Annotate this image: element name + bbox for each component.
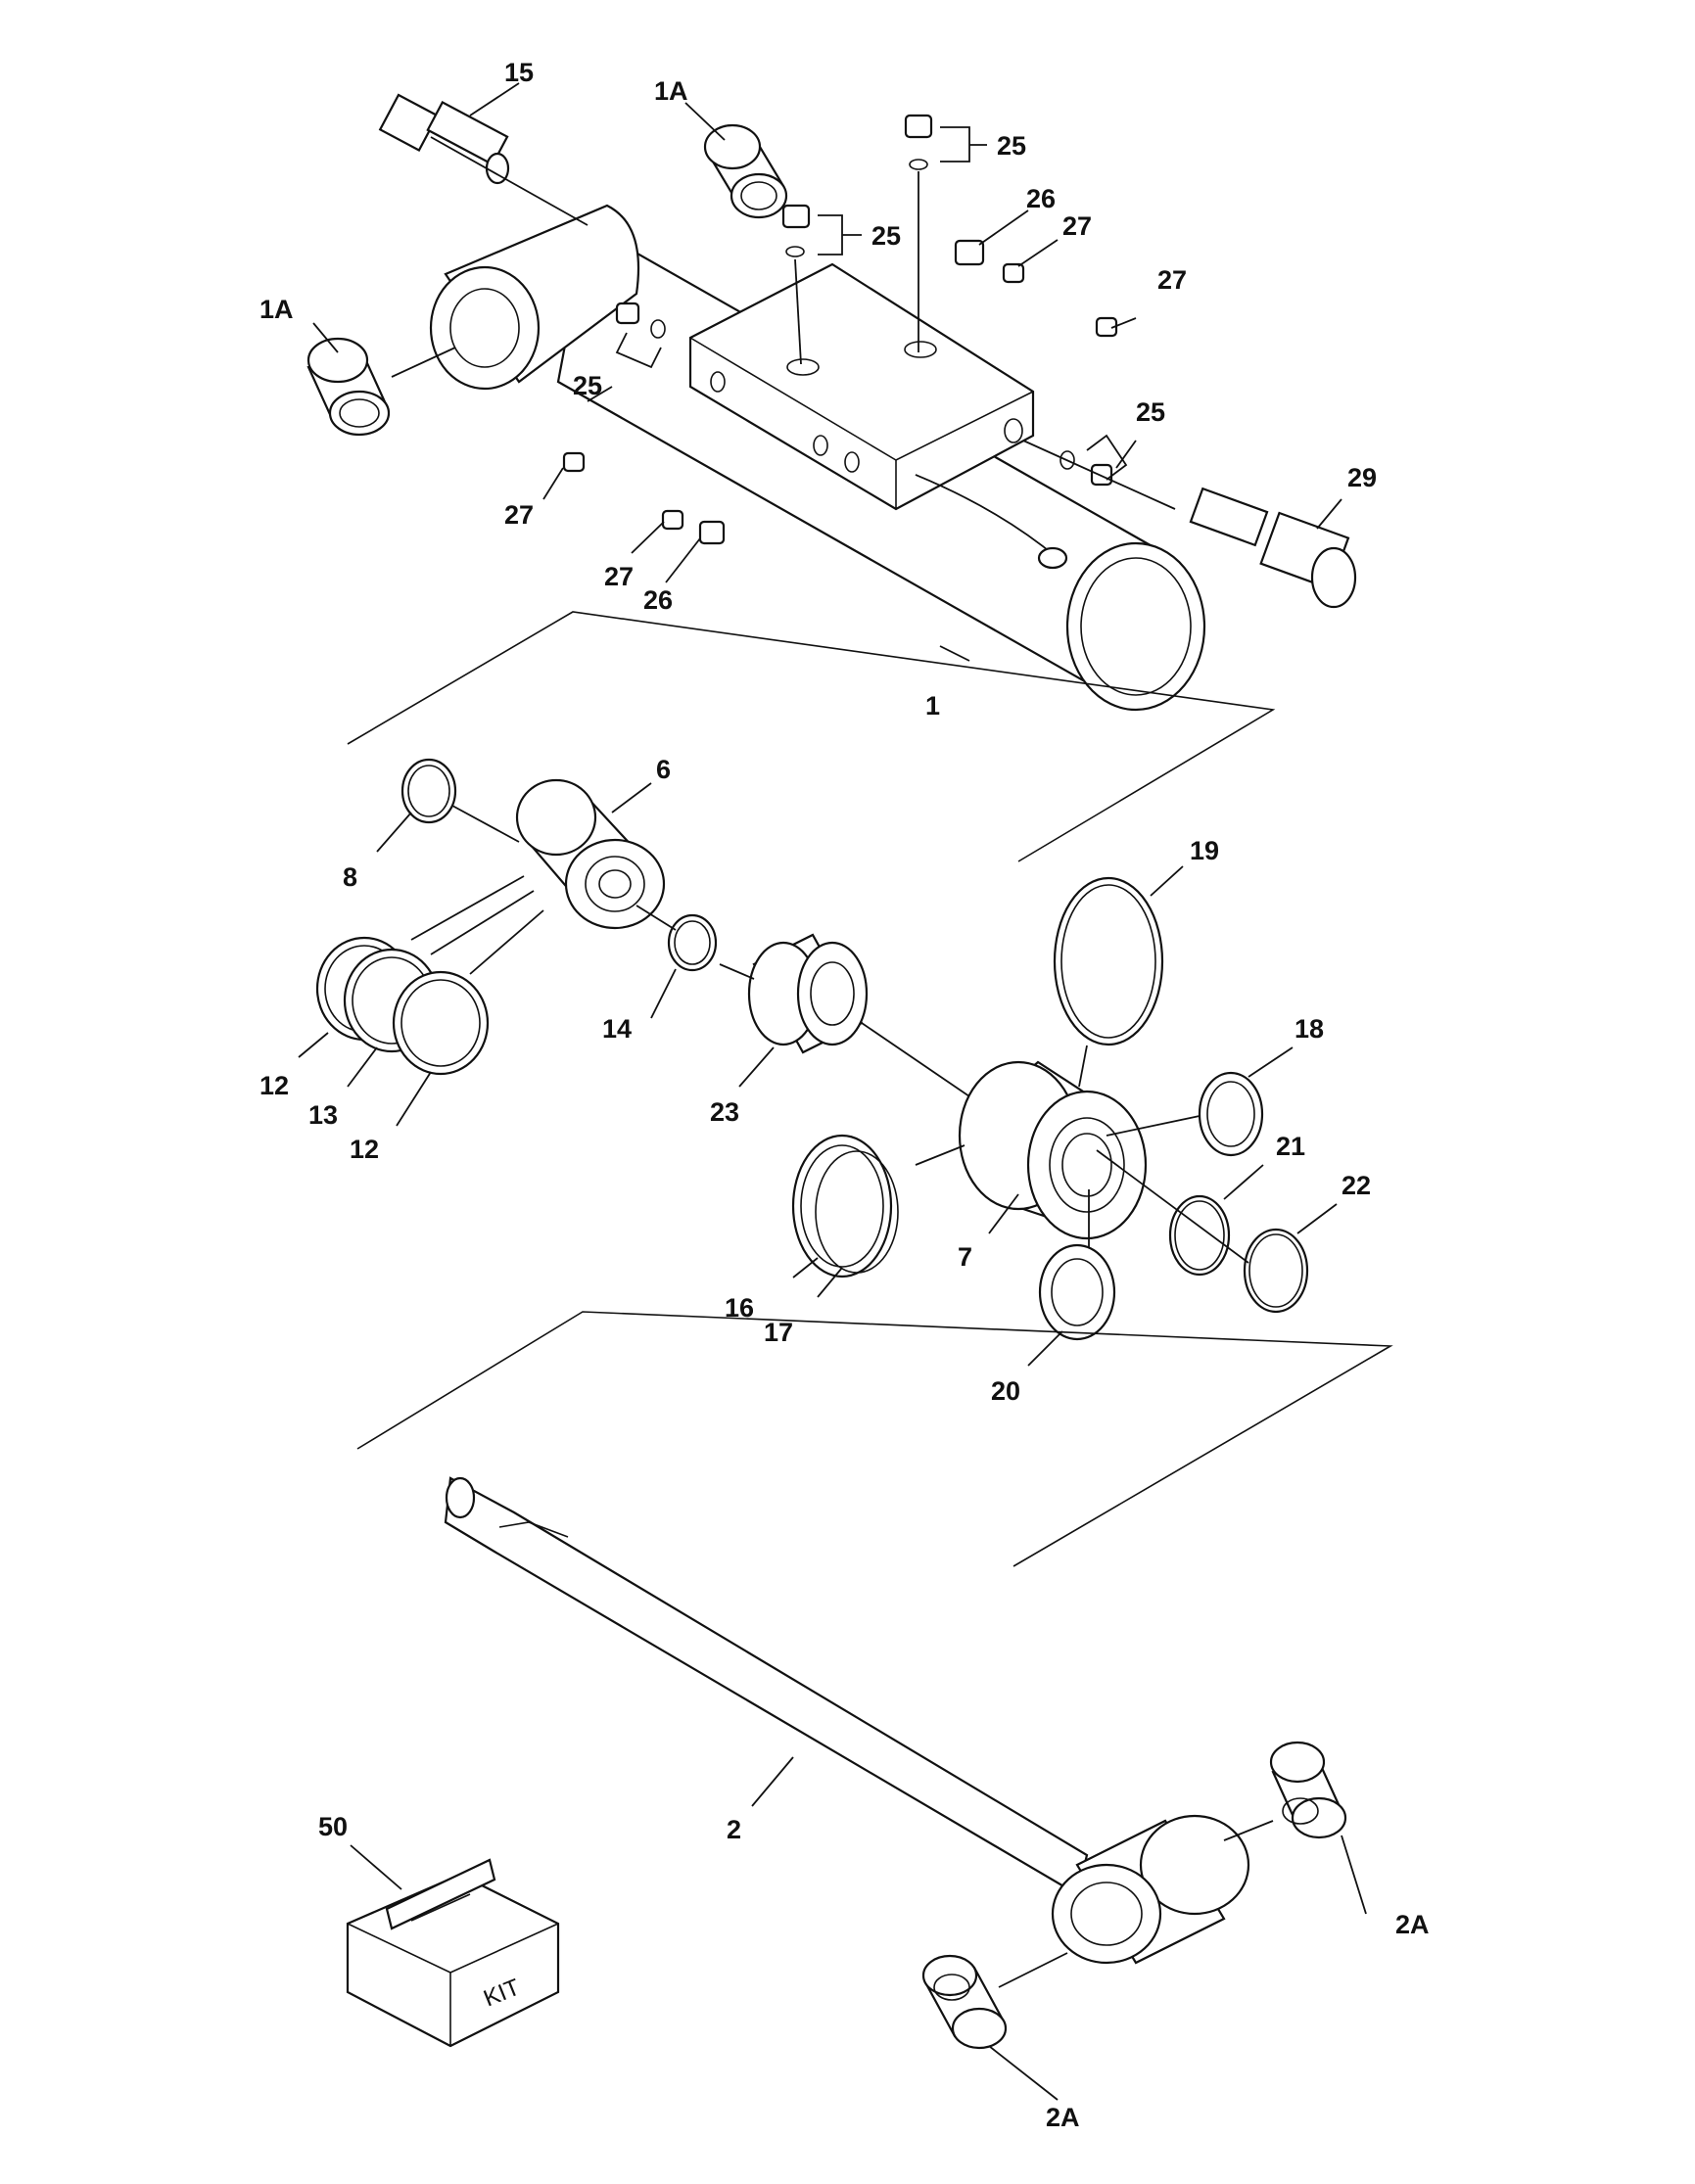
label-27-c: 27 (504, 500, 534, 530)
wiper-18 (1106, 1071, 1264, 1157)
rod-seal-20 (1038, 1189, 1116, 1341)
label-13: 13 (308, 1100, 338, 1130)
seal-16-17 (791, 1134, 965, 1278)
label-14: 14 (602, 1014, 632, 1044)
label-23: 23 (710, 1097, 739, 1127)
label-22: 22 (1342, 1171, 1371, 1200)
leader-lines-middle (298, 782, 1338, 1367)
label-19: 19 (1190, 836, 1219, 865)
leader-lines-bottom (350, 1756, 1367, 2101)
piston-6 (451, 778, 666, 930)
label-25-d: 25 (1136, 397, 1165, 427)
label-8: 8 (343, 862, 357, 892)
label-1a-left: 1A (259, 295, 294, 324)
relief-valve-cartridge-15 (378, 93, 589, 226)
gland-7 (958, 1060, 1148, 1240)
label-2: 2 (727, 1815, 741, 1844)
cartridge-valve-29 (1022, 440, 1357, 609)
backup-ring-21 (1168, 1194, 1231, 1277)
label-12-b: 12 (350, 1135, 379, 1164)
label-2a-right: 2A (1395, 1910, 1430, 1939)
label-26-a: 26 (1026, 184, 1056, 213)
label-1: 1 (925, 691, 940, 720)
label-25-a: 25 (997, 131, 1026, 161)
label-16: 16 (725, 1293, 754, 1323)
label-12-a: 12 (259, 1071, 289, 1100)
bushing-2a-bottom (921, 1952, 1068, 2050)
label-27-b: 27 (1157, 265, 1187, 295)
label-6: 6 (656, 755, 671, 784)
label-50: 50 (318, 1812, 348, 1841)
label-15: 15 (504, 58, 534, 87)
label-27-a: 27 (1062, 211, 1092, 241)
label-18: 18 (1295, 1014, 1324, 1044)
label-29: 29 (1347, 463, 1377, 492)
label-25-b: 25 (871, 221, 901, 251)
bracket-lines-25 (615, 126, 1128, 481)
o-ring-22 (1096, 1149, 1309, 1314)
label-27-d: 27 (604, 562, 634, 591)
seal-kit-box-50: KIT (346, 1858, 560, 2048)
label-20: 20 (991, 1376, 1020, 1406)
leader-lines-top (312, 82, 1342, 662)
snap-ring-8 (400, 758, 457, 824)
label-7: 7 (958, 1242, 972, 1272)
wear-ring-14 (636, 905, 718, 972)
o-ring-19 (1053, 876, 1164, 1088)
cylinder-barrel-assembly (429, 204, 1206, 712)
label-2a-bottom: 2A (1046, 2103, 1080, 2132)
label-26-b: 26 (643, 585, 673, 615)
label-21: 21 (1276, 1132, 1305, 1161)
spacer-23 (719, 933, 970, 1097)
group-outline-piston (356, 1311, 1393, 1567)
label-1a-top: 1A (654, 76, 688, 106)
callout-labels: 15 1A 1A 25 25 25 25 26 27 27 27 27 26 2… (259, 58, 1430, 2132)
label-17: 17 (764, 1318, 793, 1347)
plug-fittings (562, 114, 1118, 545)
piston-rod-2 (444, 1476, 1250, 1965)
bushing-1a-left (306, 337, 456, 437)
seals-12-13 (315, 875, 544, 1076)
bushing-1a-top (703, 123, 788, 219)
label-25-c: 25 (573, 371, 602, 400)
bushing-2a-right (1223, 1741, 1347, 1841)
group-outline-barrel (347, 611, 1276, 862)
